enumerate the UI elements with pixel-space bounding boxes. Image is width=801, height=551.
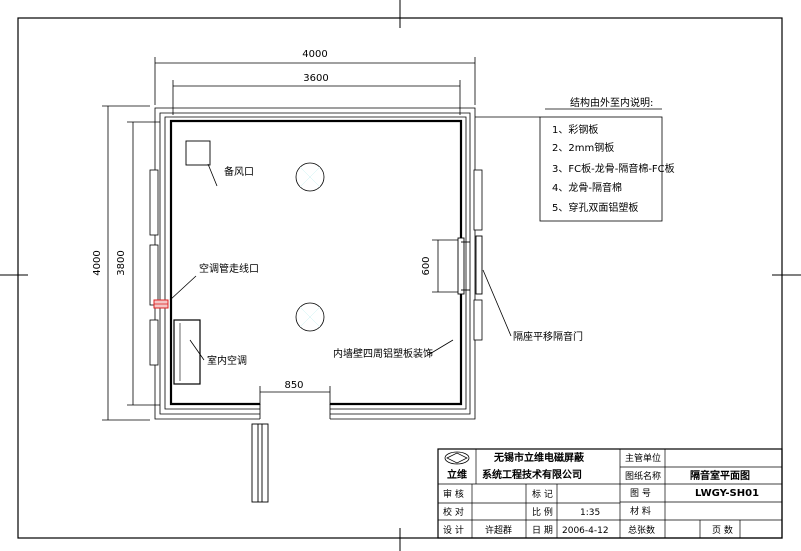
sliding-door bbox=[457, 235, 483, 295]
label-return-vent: 备风口 bbox=[224, 165, 254, 178]
tb-sheji: 设 计 bbox=[443, 524, 464, 536]
entry-door-leaf bbox=[251, 423, 269, 503]
tb-r1-label: 主管单位 bbox=[625, 452, 661, 464]
sliding-door-leader bbox=[482, 269, 512, 337]
label-sliding-door: 隔座平移隔音门 bbox=[513, 330, 583, 343]
title-block: 立维 无锡市立维电磁屏蔽 系统工程技术有限公司 主管单位 图纸名称 隔音室平面图… bbox=[437, 448, 783, 539]
tb-designer: 许超群 bbox=[485, 524, 512, 536]
dim-outer-height: 4000 bbox=[92, 250, 103, 275]
tb-date: 2006-4-12 bbox=[562, 526, 609, 536]
note-item: 3、FC板-龙骨-隔音棉-FC板 bbox=[552, 162, 675, 175]
dim-inner-width: 3600 bbox=[303, 73, 328, 84]
dim-entry-width: 850 bbox=[284, 380, 303, 391]
company-line1: 无锡市立维电磁屏蔽 bbox=[493, 451, 585, 464]
tb-yeshu: 页 数 bbox=[712, 524, 733, 536]
tb-drawing-number: LWGY-SH01 bbox=[695, 488, 759, 499]
return-vent-leader bbox=[207, 163, 218, 187]
label-indoor-ac: 室内空调 bbox=[207, 354, 247, 367]
structure-notes: 结构由外至内说明: 1、彩钢板 2、2mm钢板 3、FC板-龙骨-隔音棉-FC板… bbox=[475, 96, 675, 222]
tb-r3-label: 图 号 bbox=[630, 488, 651, 499]
tb-shenhe: 审 核 bbox=[443, 488, 464, 500]
tb-jiaodui: 校 对 bbox=[443, 506, 464, 518]
tb-bili: 比 例 bbox=[532, 506, 553, 518]
dim-outer-width: 4000 bbox=[302, 49, 327, 60]
dimension-lines bbox=[102, 57, 476, 421]
dim-door-width: 600 bbox=[421, 256, 432, 275]
tb-drawing-name: 隔音室平面图 bbox=[690, 469, 750, 482]
note-item: 2、2mm钢板 bbox=[552, 141, 614, 154]
tb-r4-label: 材 料 bbox=[630, 505, 651, 517]
logo-text: 立维 bbox=[447, 468, 467, 481]
label-wall-finish: 内墙壁四周铝塑板装饰 bbox=[333, 347, 433, 360]
wall-finish-leader bbox=[427, 339, 454, 356]
ac-unit-leader bbox=[189, 339, 205, 361]
company-line2: 系统工程技术有限公司 bbox=[482, 468, 582, 481]
label-ac-pipe: 空调管走线口 bbox=[199, 262, 259, 275]
company-logo: 立维 bbox=[444, 451, 470, 481]
notes-title: 结构由外至内说明: bbox=[570, 96, 653, 109]
ac-pipe-port bbox=[153, 299, 169, 309]
note-item: 5、穿孔双面铝塑板 bbox=[552, 201, 638, 214]
tb-r2-label: 图纸名称 bbox=[625, 470, 661, 482]
ac-pipe-leader bbox=[169, 275, 197, 301]
tb-scale: 1:35 bbox=[580, 508, 600, 518]
room-walls bbox=[154, 107, 476, 420]
tb-zongzhang: 总张数 bbox=[628, 524, 655, 536]
ceiling-light-top bbox=[295, 162, 325, 192]
return-vent-box bbox=[185, 140, 211, 166]
tb-biaoji: 标 记 bbox=[532, 488, 553, 500]
ceiling-light-bottom bbox=[295, 302, 325, 332]
note-item: 4、龙骨-隔音棉 bbox=[552, 181, 622, 194]
note-item: 1、彩钢板 bbox=[552, 123, 598, 136]
indoor-ac-unit bbox=[173, 319, 201, 385]
dim-inner-height: 3800 bbox=[116, 250, 127, 275]
tb-riqi: 日 期 bbox=[532, 525, 553, 536]
